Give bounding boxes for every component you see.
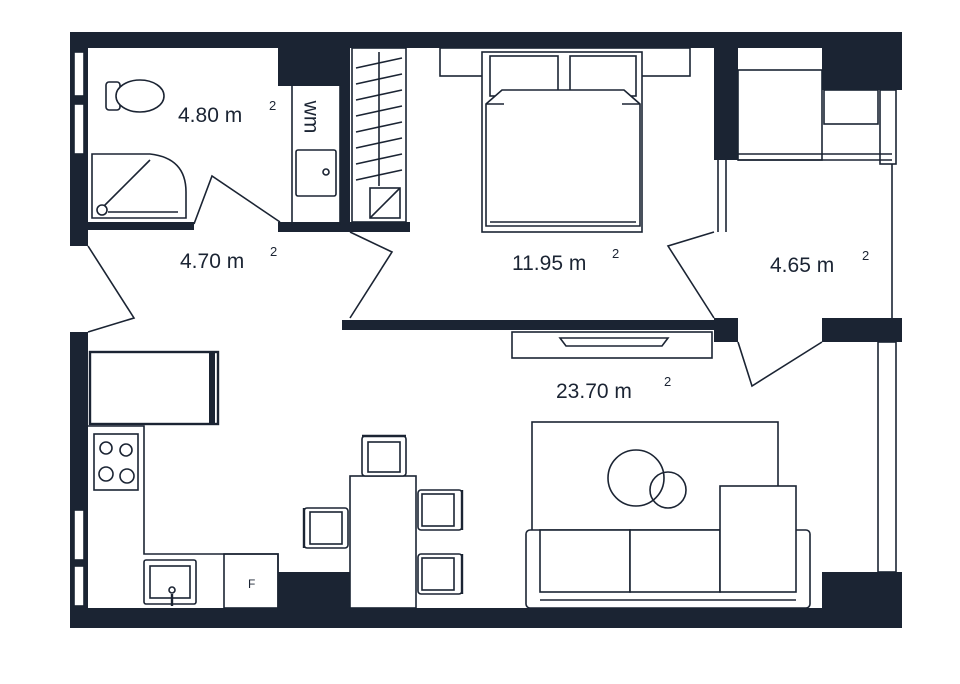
kitchen-sink-bowl — [149, 565, 191, 599]
living-area-sup: 2 — [664, 374, 671, 389]
wardrobe-frame — [351, 47, 407, 223]
balcony-glazing-top — [879, 89, 897, 165]
toilet-bowl — [115, 79, 165, 113]
balcony-cabinet-inner — [823, 89, 879, 125]
coffee-table-large — [607, 449, 665, 507]
entry-door — [87, 245, 136, 333]
coffee-table-small — [649, 471, 687, 509]
chair-left — [302, 507, 349, 549]
chair-top — [361, 434, 407, 477]
balcony: 4.65 m 2 — [717, 69, 897, 318]
bath-door — [193, 174, 281, 225]
wardrobe-box-diag — [369, 187, 401, 219]
wall-top — [70, 32, 902, 48]
bathroom-area: 4.80 m — [178, 104, 242, 127]
vanity-sink — [295, 149, 337, 197]
hob-ring-1 — [99, 441, 113, 455]
bedroom: 11.95 m 2 — [439, 47, 715, 319]
hob-ring-3 — [98, 466, 114, 482]
window-left-2 — [73, 103, 85, 155]
hob-ring-2 — [119, 443, 133, 457]
bathroom: wm 4.80 m 2 — [91, 79, 341, 225]
fridge-label: F — [248, 577, 255, 591]
wardrobe — [351, 47, 407, 223]
wardrobe-hangers — [355, 52, 403, 186]
hob-ring-4 — [119, 468, 135, 484]
kitchen-upper-cabinet — [88, 350, 220, 426]
tv-screen — [558, 337, 670, 347]
balcony-area: 4.65 m — [770, 254, 834, 277]
washing-machine-label: wm — [299, 100, 322, 134]
kitchen-sink-drain — [168, 586, 176, 594]
shower-tray — [91, 153, 187, 219]
bedroom-area: 11.95 m — [512, 252, 586, 275]
shower-diag — [97, 159, 151, 213]
wall-bath-corner — [278, 32, 350, 86]
bedroom-door — [349, 231, 394, 319]
wall-bedroom-right — [714, 32, 738, 160]
bed-duvet — [485, 89, 641, 227]
bedroom-area-sup: 2 — [612, 246, 619, 261]
wall-bath-right — [340, 32, 350, 232]
window-left-1 — [73, 51, 85, 97]
living-window-right — [877, 341, 897, 573]
sofa — [525, 485, 811, 609]
balcony-area-sup: 2 — [862, 248, 869, 263]
walls — [70, 32, 902, 628]
wall-bedroom-bottom — [342, 320, 738, 330]
window-left-3 — [73, 509, 85, 561]
vanity-tap — [322, 168, 330, 176]
hallway-area: 4.70 m — [180, 250, 244, 273]
wall-bath-bottom-right — [278, 222, 410, 232]
kitchen-sink — [143, 559, 197, 605]
wall-bottom — [70, 608, 902, 628]
wall-right-bottom — [822, 572, 902, 628]
balcony-cabinet-outer — [737, 69, 823, 161]
chair-right-2 — [417, 553, 464, 595]
balcony-door — [666, 231, 715, 319]
shower-drain — [96, 204, 108, 216]
living-door — [737, 341, 823, 388]
window-left-4 — [73, 565, 85, 607]
dining-table — [349, 475, 417, 609]
fridge — [223, 553, 279, 609]
bathroom-area-sup: 2 — [269, 98, 276, 113]
hallway-area-sup: 2 — [270, 244, 277, 259]
living-area: 23.70 m — [556, 380, 632, 403]
wall-right-top — [822, 32, 902, 90]
vanity-unit — [291, 83, 341, 225]
tv-unit — [511, 331, 713, 359]
chair-right-1 — [417, 489, 464, 531]
wall-bedroom-right-stub — [714, 318, 738, 342]
wall-bath-bottom — [88, 222, 194, 230]
hallway: 4.70 m 2 — [87, 231, 394, 333]
wall-bottom-left-block — [278, 572, 352, 628]
living-room: F — [88, 331, 897, 609]
wall-right-mid — [822, 318, 902, 342]
